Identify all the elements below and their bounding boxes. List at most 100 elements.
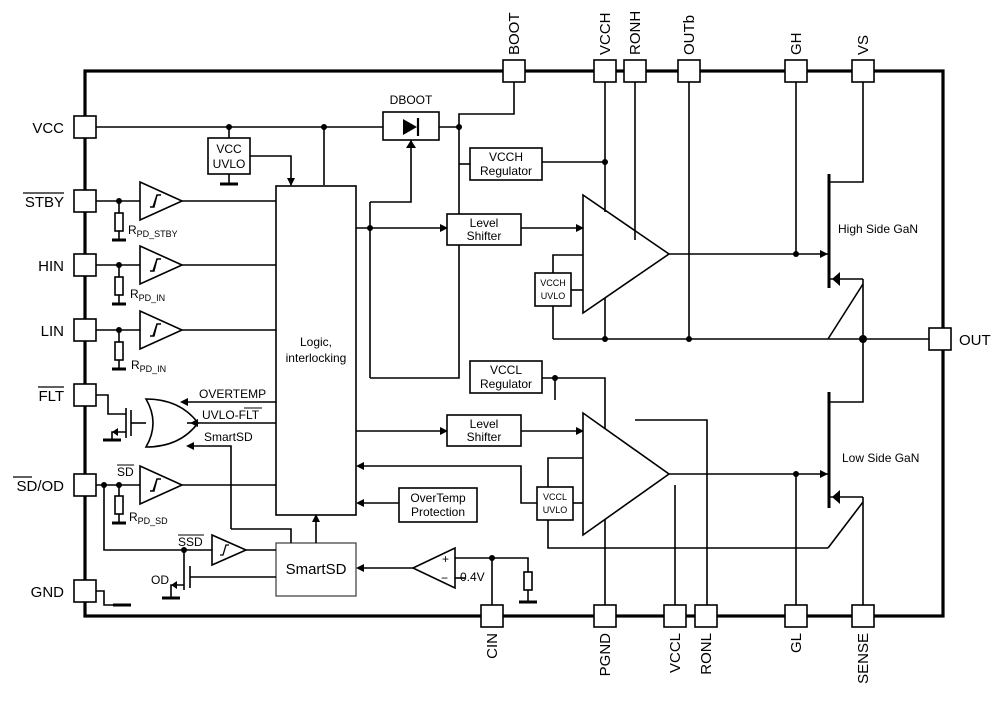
- pin-sd-od-label: SD/OD: [16, 478, 64, 495]
- high-side-gan: High Side GaN: [793, 82, 918, 340]
- vcc-uvlo-label-1: VCC: [216, 142, 242, 156]
- pin-pgnd[interactable]: [593, 604, 617, 628]
- uvlo-flt-signal: UVLO-FLT: [202, 408, 260, 422]
- pin-cin-label: CIN: [484, 633, 501, 659]
- r-pd-stby: [114, 212, 124, 232]
- r-pd-sd-label: RPD_SD: [129, 510, 168, 526]
- lin-schmitt-buffer-icon: [139, 309, 184, 351]
- top-pins: BOOT VCCH RONH OUTb GH VS: [502, 11, 875, 83]
- pin-hin-label: HIN: [38, 258, 64, 275]
- high-side-driver-icon: [582, 193, 671, 315]
- pin-sense[interactable]: [851, 604, 875, 628]
- svg-text:−: −: [441, 571, 448, 585]
- smartsd-signal: SmartSD: [204, 430, 253, 444]
- r-pd-hin-label: RPD_IN: [130, 287, 165, 303]
- smartsd-label: SmartSD: [286, 561, 347, 578]
- vcch-reg-label-1: VCCH: [489, 150, 523, 164]
- ls-high-block: [446, 213, 522, 246]
- r-pd-lin-label: RPD_IN: [131, 358, 166, 374]
- pin-cin[interactable]: [480, 604, 504, 628]
- vref-label: 0.4V: [460, 570, 485, 584]
- pin-vcc[interactable]: [73, 115, 97, 139]
- dboot-label: DBOOT: [390, 93, 433, 107]
- overtemp-block: [398, 487, 478, 523]
- cin-comparator: + − 0.4V: [356, 546, 537, 605]
- ls-high-label-1: Level: [470, 216, 499, 230]
- pin-stby-label: STBY: [25, 194, 64, 211]
- pin-sense-label: SENSE: [855, 633, 872, 684]
- ssd-signal: SSD: [178, 535, 203, 549]
- bottom-pins: CIN PGND VCCL RONL GL SENSE: [480, 604, 875, 684]
- ssd-schmitt-buffer-icon: [211, 533, 248, 567]
- dboot-diode-icon: [403, 119, 417, 135]
- smartsd-circuit: SmartSD SSD OD: [96, 482, 357, 607]
- hin-schmitt-buffer-icon: [139, 244, 184, 286]
- pin-ronl[interactable]: [694, 604, 718, 628]
- sd-signal-label: SD: [117, 465, 134, 479]
- r-pd-lin: [114, 341, 124, 361]
- pin-outb[interactable]: [677, 59, 701, 83]
- vccl-uvlo-label-1: VCCL: [543, 492, 567, 502]
- high-gan-label: High Side GaN: [838, 222, 918, 236]
- pin-sd-od[interactable]: [73, 473, 97, 497]
- vcch-reg-block: [469, 147, 543, 181]
- stby-schmitt-buffer-icon: [139, 180, 184, 222]
- pin-out[interactable]: [928, 327, 952, 351]
- ls-low-block: [446, 414, 522, 447]
- vcc-rail: [96, 82, 515, 379]
- pin-flt[interactable]: [73, 383, 97, 407]
- pin-stby[interactable]: [73, 189, 97, 213]
- logic-label-1: Logic,: [300, 335, 332, 349]
- pin-lin-label: LIN: [41, 323, 64, 340]
- flt-circuit: OVERTEMP UVLO-FLT SmartSD: [96, 387, 276, 529]
- pin-out-label: OUT: [959, 332, 991, 349]
- pin-vccl-label: VCCL: [667, 633, 684, 673]
- pin-gl-label: GL: [788, 633, 805, 653]
- pin-vcch-label: VCCH: [597, 12, 614, 55]
- r-pd-stby-label: RPD_STBY: [128, 223, 178, 239]
- overtemp-label-1: OverTemp: [410, 491, 466, 505]
- pin-vcch[interactable]: [593, 59, 617, 83]
- pin-boot[interactable]: [502, 59, 526, 83]
- left-pins: VCC STBY HIN LIN FLT SD/OD GND: [13, 115, 97, 603]
- vccl-reg-block: [469, 360, 543, 394]
- or-gate-icon: [144, 398, 200, 448]
- pin-vcc-label: VCC: [32, 120, 64, 137]
- pin-gl[interactable]: [784, 604, 808, 628]
- pin-gnd-label: GND: [31, 584, 65, 601]
- low-side-gan: Low Side GaN: [820, 339, 919, 605]
- pin-gh-label: GH: [788, 33, 805, 56]
- pin-vs-label: VS: [855, 35, 872, 55]
- r-pd-sd: [114, 495, 124, 515]
- smartsd-block: [275, 542, 357, 597]
- vcch-uvlo-label-1: VCCH: [540, 278, 566, 288]
- pin-pgnd-label: PGND: [597, 633, 614, 677]
- vcch-uvlo-label-2: UVLO: [541, 291, 566, 301]
- pin-lin[interactable]: [73, 318, 97, 342]
- input-buffers: RPD_STBY RPD_IN RPD_IN SD: [96, 180, 276, 526]
- low-gan-label: Low Side GaN: [842, 451, 919, 465]
- pin-hin[interactable]: [73, 253, 97, 277]
- cin-resistor: [523, 571, 533, 591]
- pin-gnd[interactable]: [73, 579, 97, 603]
- cin-comparator-icon: [411, 546, 456, 590]
- vccl-uvlo-block: [536, 486, 574, 521]
- pin-boot-label: BOOT: [506, 12, 523, 55]
- svg-text:+: +: [442, 552, 449, 566]
- pin-gh[interactable]: [784, 59, 808, 83]
- low-side-driver-icon: [582, 411, 671, 537]
- pin-outb-label: OUTb: [681, 15, 698, 55]
- pin-vccl[interactable]: [663, 604, 687, 628]
- od-signal: OD: [151, 573, 169, 587]
- vccl-reg-label-1: VCCL: [490, 363, 522, 377]
- ls-high-label-2: Shifter: [467, 229, 502, 243]
- logic-label-2: interlocking: [286, 351, 347, 365]
- sd-schmitt-buffer-icon: [139, 464, 184, 506]
- ls-low-label-1: Level: [470, 417, 499, 431]
- pin-vs[interactable]: [851, 59, 875, 83]
- pin-ronh-label: RONH: [627, 11, 644, 55]
- vccl-uvlo-label-2: UVLO: [543, 505, 568, 515]
- pin-ronh[interactable]: [623, 59, 647, 83]
- overtemp-label-2: Protection: [411, 505, 465, 519]
- vccl-reg-label-2: Regulator: [480, 377, 532, 391]
